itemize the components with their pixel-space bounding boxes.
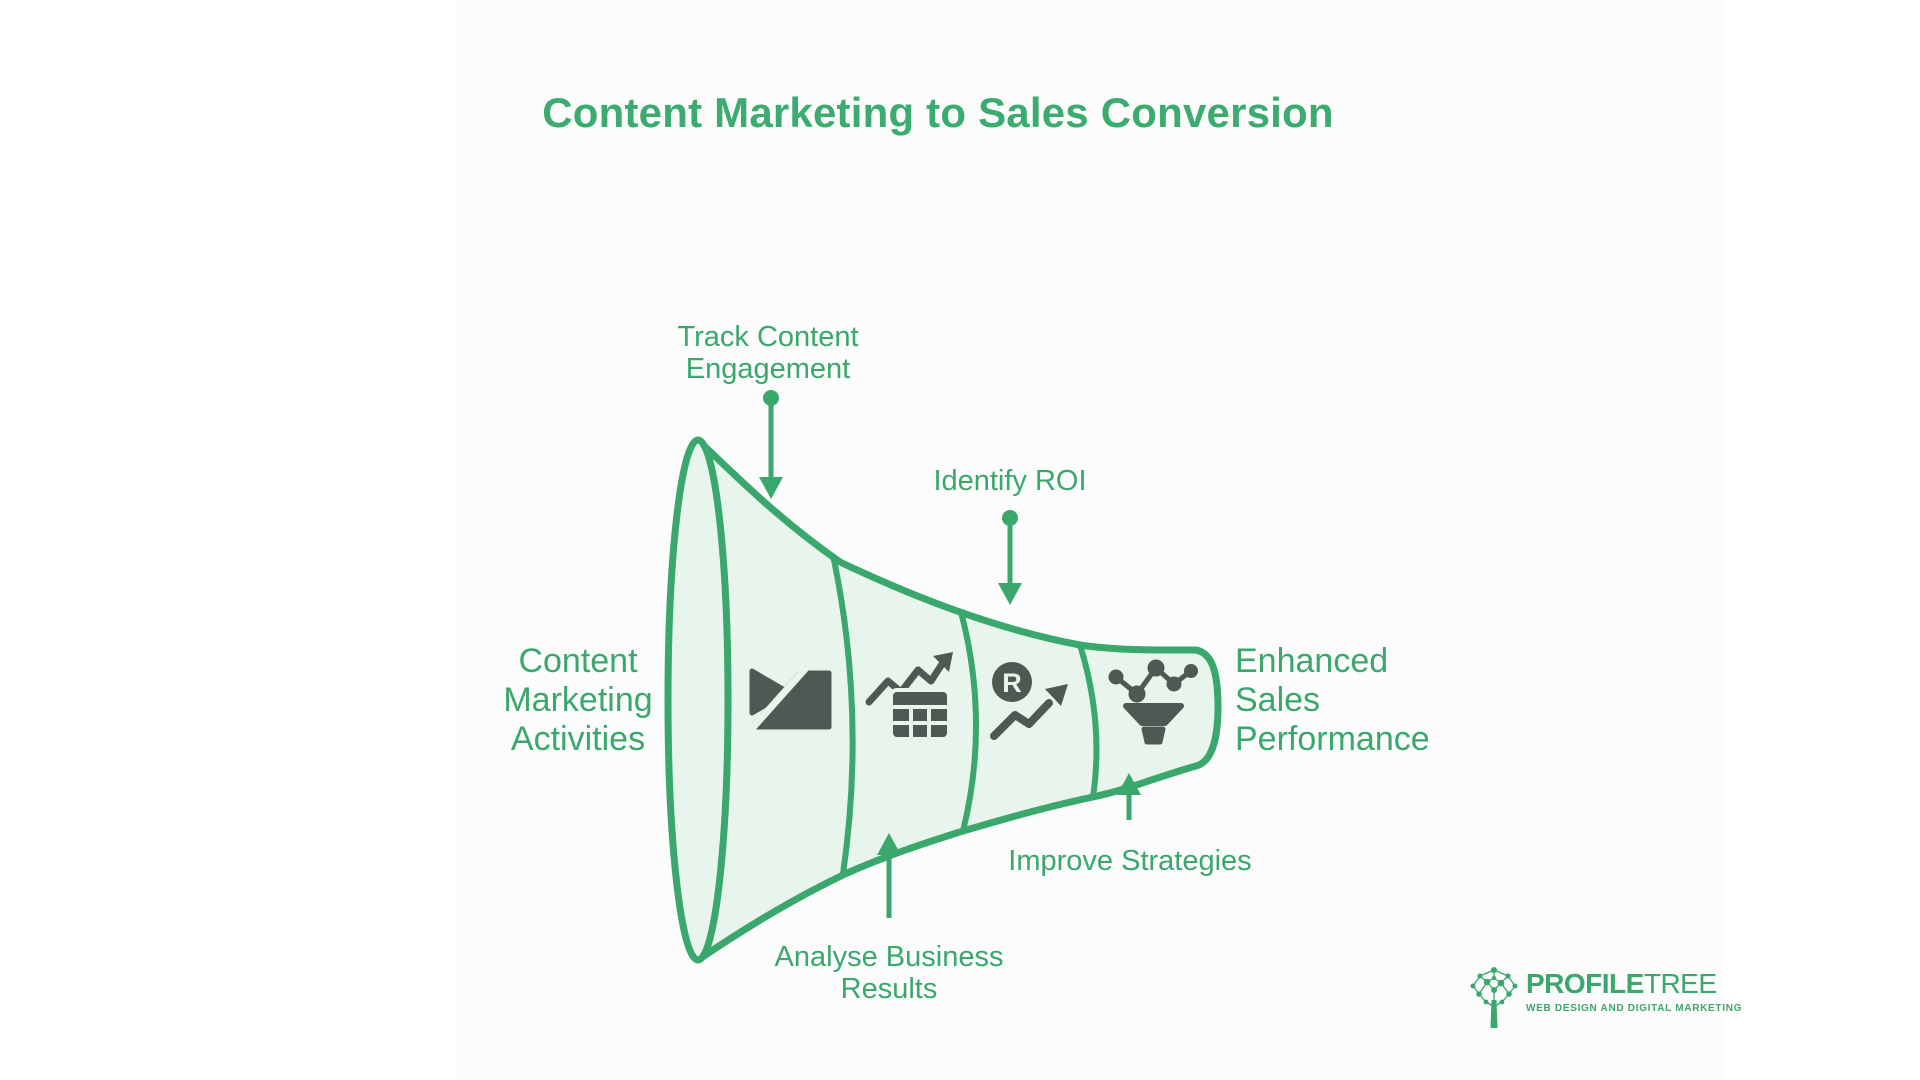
label-improve-strategies: Improve Strategies xyxy=(980,845,1280,877)
identify-roi-arrow xyxy=(998,510,1022,605)
brand-tree: TREE xyxy=(1643,968,1717,999)
data-funnel-icon xyxy=(1108,659,1198,745)
page-title: Content Marketing to Sales Conversion xyxy=(542,89,1334,136)
funnel-divider-3 xyxy=(1077,642,1100,800)
label-line: Track Content xyxy=(677,321,859,353)
label-analyse-business-results: Analyse Business Results xyxy=(749,941,1029,1005)
funnel-body xyxy=(694,436,1222,964)
infographic-panel xyxy=(456,0,1723,1080)
analyse-results-arrow xyxy=(877,833,901,918)
profiletree-tagline: WEB DESIGN AND DIGITAL MARKETING xyxy=(1526,1003,1743,1014)
roi-letter: R xyxy=(1002,668,1022,698)
label-line: Improve Strategies xyxy=(1008,845,1252,877)
profiletree-tree-icon xyxy=(1470,967,1518,1028)
label-identify-roi: Identify ROI xyxy=(900,465,1120,497)
profiletree-brand: PROFILETREE xyxy=(1526,970,1726,998)
funnel-divider-1 xyxy=(831,557,856,877)
label-line: Marketing xyxy=(503,681,653,719)
label-content-marketing-activities: Content Marketing Activities xyxy=(458,642,698,759)
label-line: Engagement xyxy=(685,353,851,385)
label-line: Results xyxy=(840,973,938,1005)
label-line: Activities xyxy=(510,720,646,758)
label-line: Identify ROI xyxy=(933,465,1087,497)
label-enhanced-sales-performance: Enhanced Sales Performance xyxy=(1235,642,1495,759)
label-line: Enhanced xyxy=(1235,642,1389,680)
improve-strategies-arrow xyxy=(1117,773,1141,820)
funnel-mouth xyxy=(664,436,732,964)
label-line: Performance xyxy=(1235,720,1430,758)
brand-profile: PROFILE xyxy=(1526,968,1644,999)
campaign-content-icon xyxy=(744,664,832,737)
profiletree-logo-text: PROFILETREE WEB DESIGN AND DIGITAL MARKE… xyxy=(1526,970,1743,1015)
label-line: Sales xyxy=(1235,681,1321,719)
analytics-table-icon xyxy=(865,652,953,741)
label-track-content-engagement: Track Content Engagement xyxy=(638,321,898,385)
track-engagement-arrow xyxy=(759,390,783,499)
funnel-divider-2 xyxy=(958,609,980,834)
roi-growth-icon: R xyxy=(990,662,1068,740)
profiletree-logo: PROFILETREE WEB DESIGN AND DIGITAL MARKE… xyxy=(1466,962,1743,1034)
label-line: Content xyxy=(518,642,638,680)
label-line: Analyse Business xyxy=(774,941,1004,973)
